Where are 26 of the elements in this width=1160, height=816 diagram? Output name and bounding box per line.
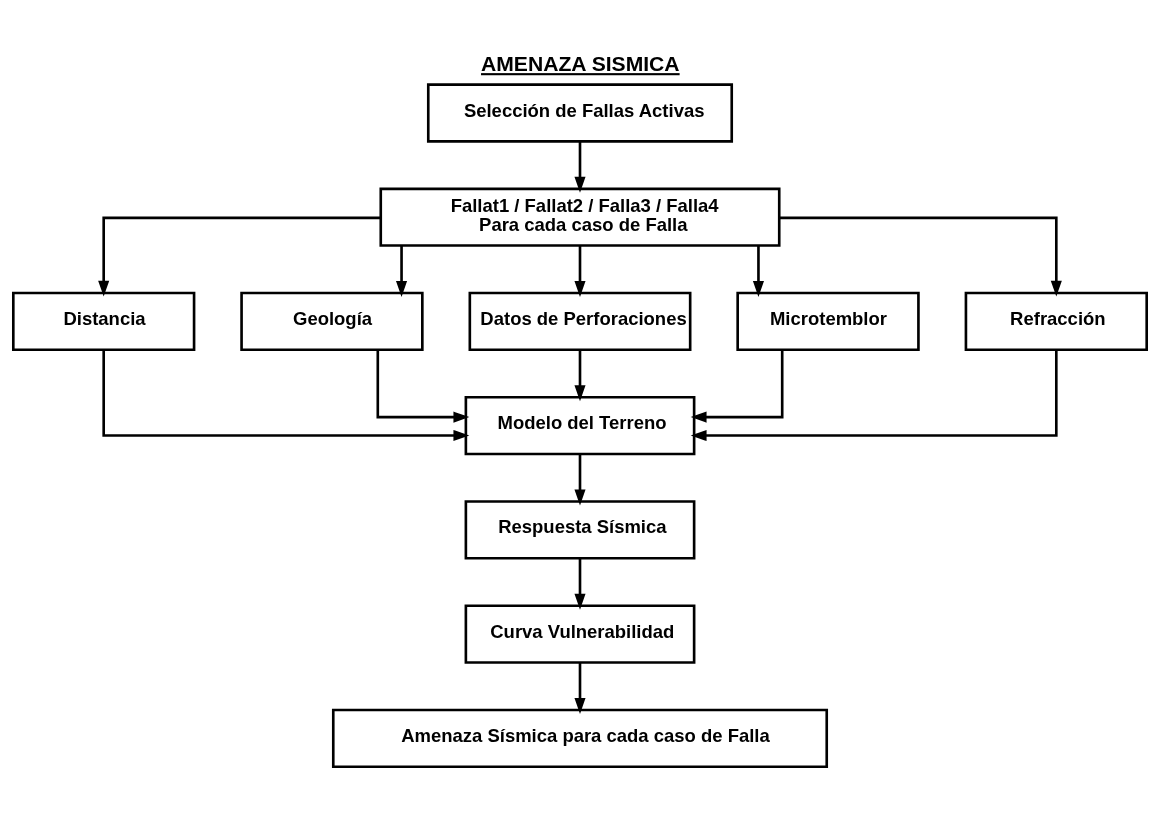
node-box: Modelo del Terreno	[464, 395, 696, 455]
arrow	[752, 245, 764, 297]
node-box: Fallat1 / Fallat2 / Falla3 / Falla4 Para cada caso de Falla	[379, 187, 781, 247]
node-box: Microtemblor	[736, 291, 920, 351]
arrow	[574, 140, 586, 193]
node-box: Geología	[240, 291, 424, 351]
arrow	[396, 245, 408, 297]
node-box: Distancia	[12, 291, 196, 351]
arrow	[376, 349, 470, 423]
node-box: Respuesta Sísmica	[464, 499, 696, 560]
arrow	[574, 662, 586, 714]
diagram-title: AMENAZA SISMICA	[481, 51, 680, 75]
arrow	[574, 245, 586, 297]
node-box: Selección de Fallas Activas	[426, 82, 734, 143]
arrow	[98, 216, 381, 297]
arrow	[574, 453, 586, 505]
arrow	[690, 349, 1058, 441]
arrow	[779, 216, 1062, 297]
node-box: Datos de Perforaciones	[468, 291, 692, 351]
arrow	[574, 557, 586, 610]
arrow	[574, 349, 586, 401]
arrow	[690, 349, 784, 423]
node-box: Refracción	[964, 291, 1148, 351]
arrow	[102, 349, 470, 441]
node-box: Curva Vulnerabilidad	[464, 603, 696, 664]
node-box: Amenaza Sísmica para cada caso de Falla	[331, 708, 829, 768]
